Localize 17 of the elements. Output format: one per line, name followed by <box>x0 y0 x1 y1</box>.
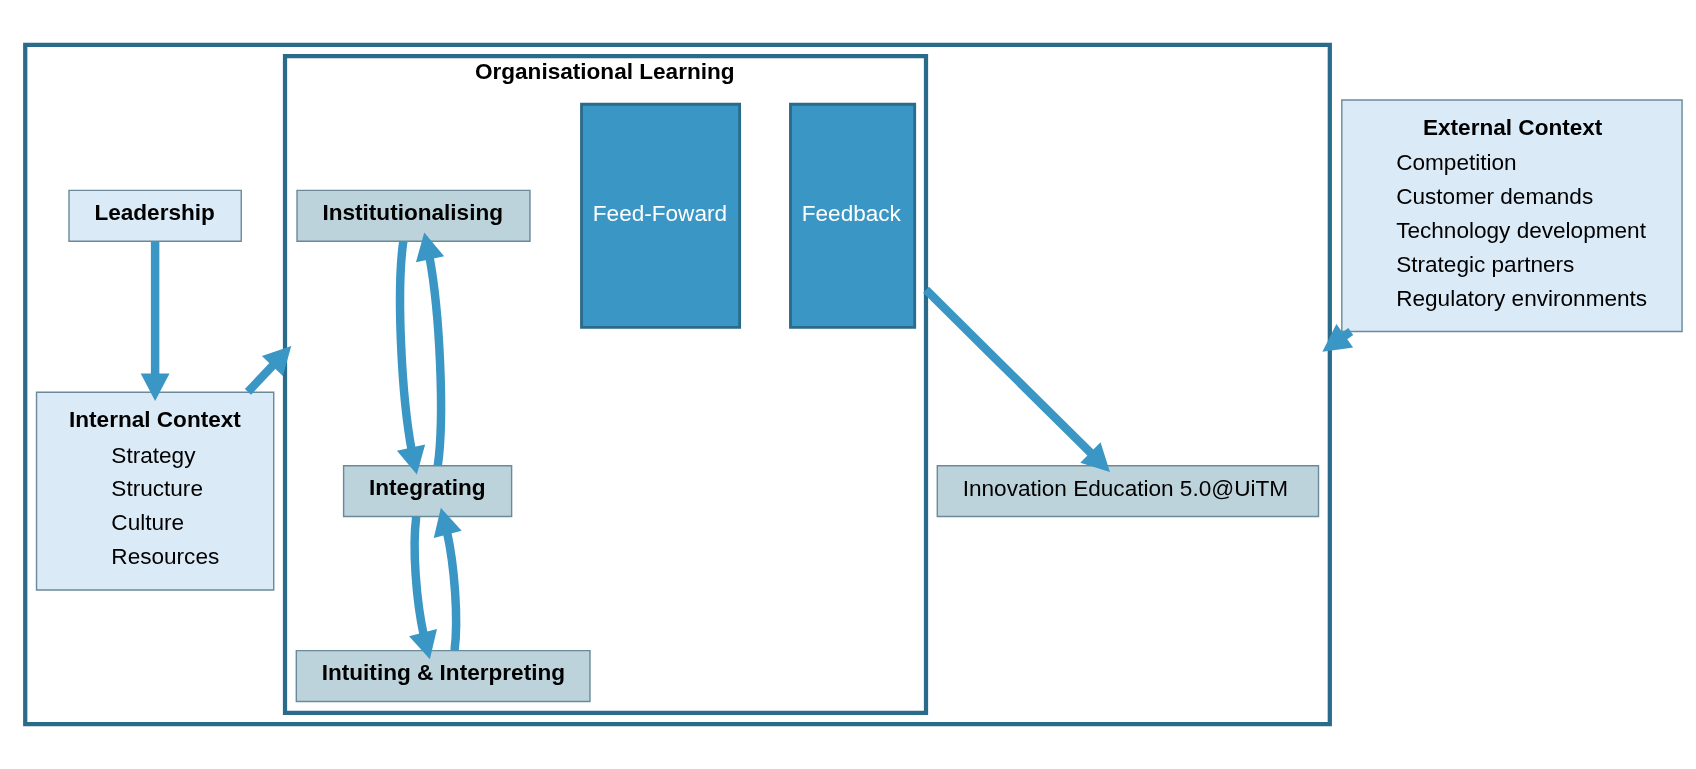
arrow <box>244 346 292 395</box>
arrow <box>433 507 462 651</box>
arrow <box>409 516 437 660</box>
cluster <box>23 42 1332 727</box>
node-box: Feedback <box>789 102 917 329</box>
node-box: Institutionalising <box>296 189 531 242</box>
node-box: Feed-Foward <box>580 102 742 329</box>
arrow <box>415 232 446 467</box>
node-box: Leadership <box>68 189 242 242</box>
node-box: Internal Context Strategy Structure Culture Resources <box>35 391 275 591</box>
node-box: Innovation Education 5.0@UiTM <box>936 464 1320 518</box>
arrow <box>395 240 426 475</box>
arrow <box>923 286 1110 472</box>
arrow <box>140 241 170 401</box>
node-box: Integrating <box>342 464 513 518</box>
node-box: Intuiting & Interpreting <box>295 649 591 703</box>
node-box: External Context Competition Customer demands Technology development Strategic partners Regulatory environments <box>1341 99 1683 333</box>
